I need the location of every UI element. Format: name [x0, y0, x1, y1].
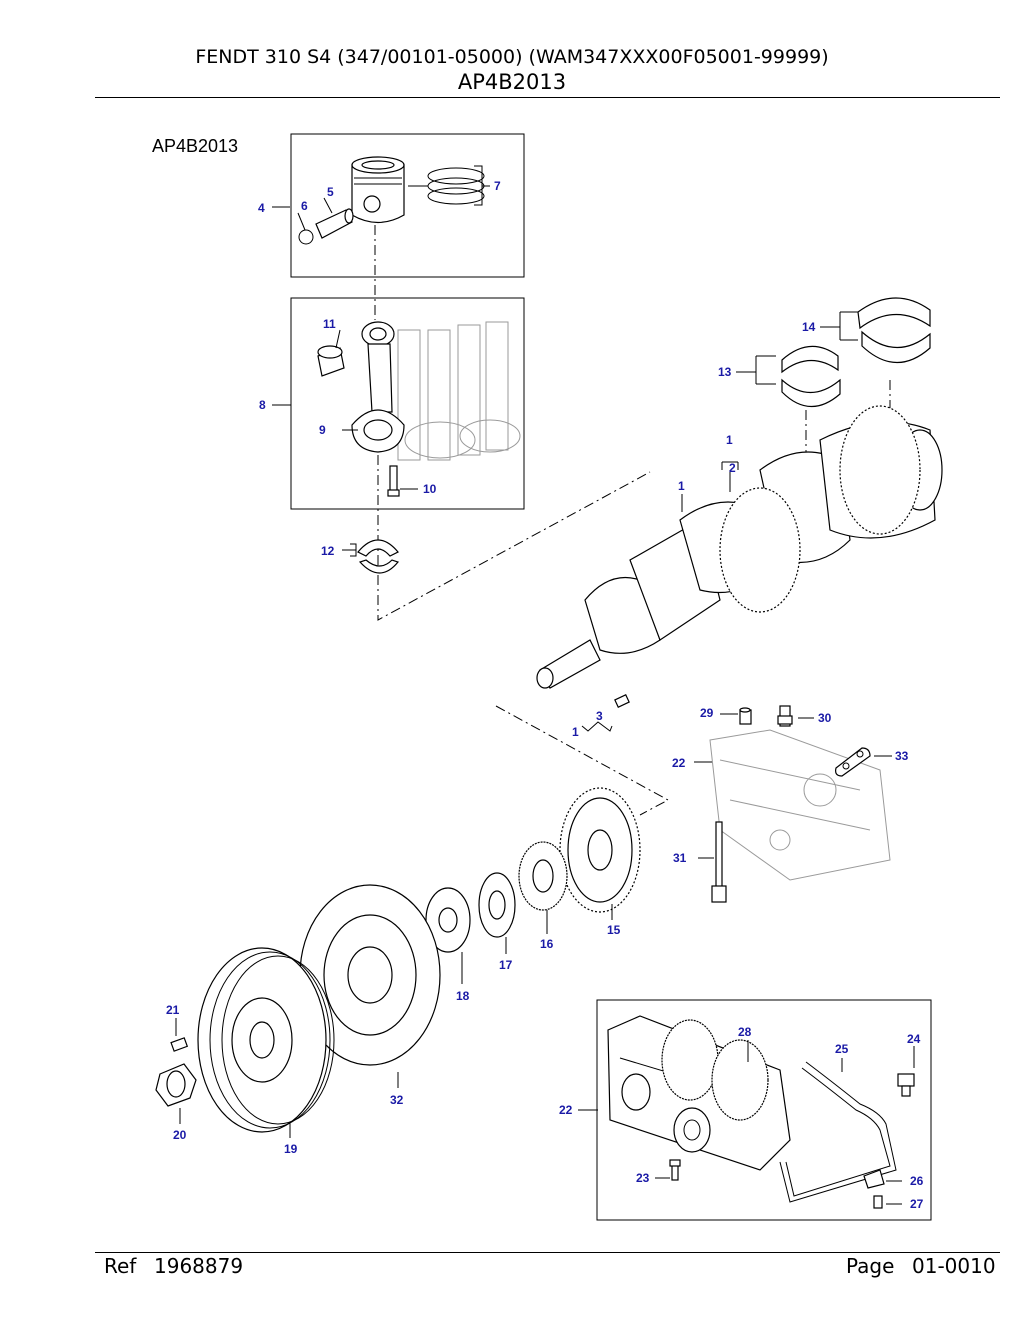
callout-11: 11	[323, 317, 336, 331]
leader-lines-conrod	[272, 329, 418, 490]
leader-lines-gears	[461, 904, 613, 984]
callout-14: 14	[802, 320, 816, 334]
piston-icon	[351, 156, 405, 224]
leader-line-12	[342, 543, 357, 557]
callout-5: 5	[327, 185, 334, 199]
cam-gear-15-icon	[559, 787, 641, 913]
callout-13: 13	[718, 365, 732, 379]
conrod-bushing-icon	[317, 345, 345, 377]
plug-29-icon	[739, 707, 752, 725]
callout-2: 2	[729, 461, 736, 475]
callout-24: 24	[907, 1032, 921, 1046]
footer-rule	[95, 1252, 1000, 1253]
callout-23: 23	[636, 1171, 650, 1185]
callout-1-low: 1	[572, 725, 579, 739]
callout-26: 26	[910, 1174, 924, 1188]
crank-gear-icon	[719, 405, 921, 613]
leader-lines-crank	[581, 461, 739, 732]
callout-16: 16	[540, 937, 554, 951]
footer-ref-value: 1968879	[154, 1254, 244, 1278]
leader-lines-balancer	[578, 1040, 915, 1205]
conrod-ghost-icon	[397, 321, 521, 461]
dowel-pin-3-icon	[614, 694, 630, 708]
bolt-27-icon	[873, 1195, 883, 1209]
piston-inset-box	[290, 133, 525, 278]
damper-32-icon	[299, 884, 441, 1066]
callout-19: 19	[284, 1142, 298, 1156]
callout-32: 32	[390, 1093, 404, 1107]
callout-29: 29	[700, 706, 714, 720]
callout-20: 20	[173, 1128, 187, 1142]
callout-15: 15	[607, 923, 621, 937]
idler-gear-16-icon	[518, 841, 568, 911]
pulley-19-icon	[197, 947, 335, 1133]
circlip-icon	[298, 229, 314, 245]
oil-pipe-25-icon	[779, 1061, 897, 1203]
callout-1-top: 1	[726, 433, 733, 447]
bolt-21-icon	[170, 1037, 189, 1052]
fitting-30-icon	[777, 705, 793, 727]
thrust-washer-17-icon	[478, 872, 516, 938]
hub-18-icon	[425, 887, 471, 953]
callout-30: 30	[818, 711, 832, 725]
bearing-shell-12-icon	[357, 539, 400, 574]
callout-25: 25	[835, 1042, 849, 1056]
callout-18: 18	[456, 989, 470, 1003]
piston-rings-icon	[427, 165, 490, 206]
gasket-33-icon	[835, 747, 871, 777]
callout-4: 4	[258, 201, 265, 215]
callout-8: 8	[259, 398, 266, 412]
leader-lines-housing	[694, 713, 892, 859]
banjo-bolt-24-icon	[897, 1073, 915, 1097]
diagram-label: AP4B2013	[152, 136, 239, 156]
callout-28: 28	[738, 1025, 752, 1039]
callout-22-upper: 22	[672, 756, 686, 770]
crank-assembly-line	[377, 455, 651, 621]
conrod-inset-box	[290, 297, 525, 510]
callout-9: 9	[319, 423, 326, 437]
callout-22-lower: 22	[559, 1103, 573, 1117]
balancer-gears-icon	[661, 1019, 769, 1121]
leader-lines-piston	[272, 185, 428, 231]
callout-6: 6	[301, 199, 308, 213]
callout-12: 12	[321, 544, 335, 558]
conrod-icon	[351, 321, 405, 453]
gear-assembly-line	[495, 705, 670, 816]
leader-lines-pulley	[175, 1018, 399, 1138]
page-subtitle: AP4B2013	[457, 70, 567, 94]
page-title: FENDT 310 S4 (347/00101-05000) (WAM347XX…	[195, 46, 829, 68]
callout-3: 3	[596, 709, 603, 723]
piston-pin-icon	[315, 208, 354, 239]
header-rule	[95, 97, 1000, 98]
footer-page-value: 01-0010	[912, 1254, 996, 1278]
callout-17: 17	[499, 958, 513, 972]
callout-7: 7	[494, 179, 501, 193]
callout-27: 27	[910, 1197, 924, 1211]
callout-1-mid: 1	[678, 479, 685, 493]
conrod-bolt-icon	[387, 465, 400, 497]
bolt-23-icon	[669, 1159, 681, 1181]
bolt-31-icon	[711, 821, 727, 903]
main-bearing-14-icon	[857, 297, 931, 364]
callout-31: 31	[673, 851, 687, 865]
callout-21: 21	[166, 1003, 180, 1017]
callout-10: 10	[423, 482, 437, 496]
footer-ref-label: Ref	[104, 1254, 137, 1278]
clip-26-icon	[863, 1169, 885, 1189]
main-bearing-13-icon	[781, 345, 841, 408]
footer-page-label: Page	[846, 1254, 895, 1278]
callout-33: 33	[895, 749, 909, 763]
crank-nut-20-icon	[155, 1063, 197, 1107]
leader-lines-bearings	[736, 311, 858, 385]
